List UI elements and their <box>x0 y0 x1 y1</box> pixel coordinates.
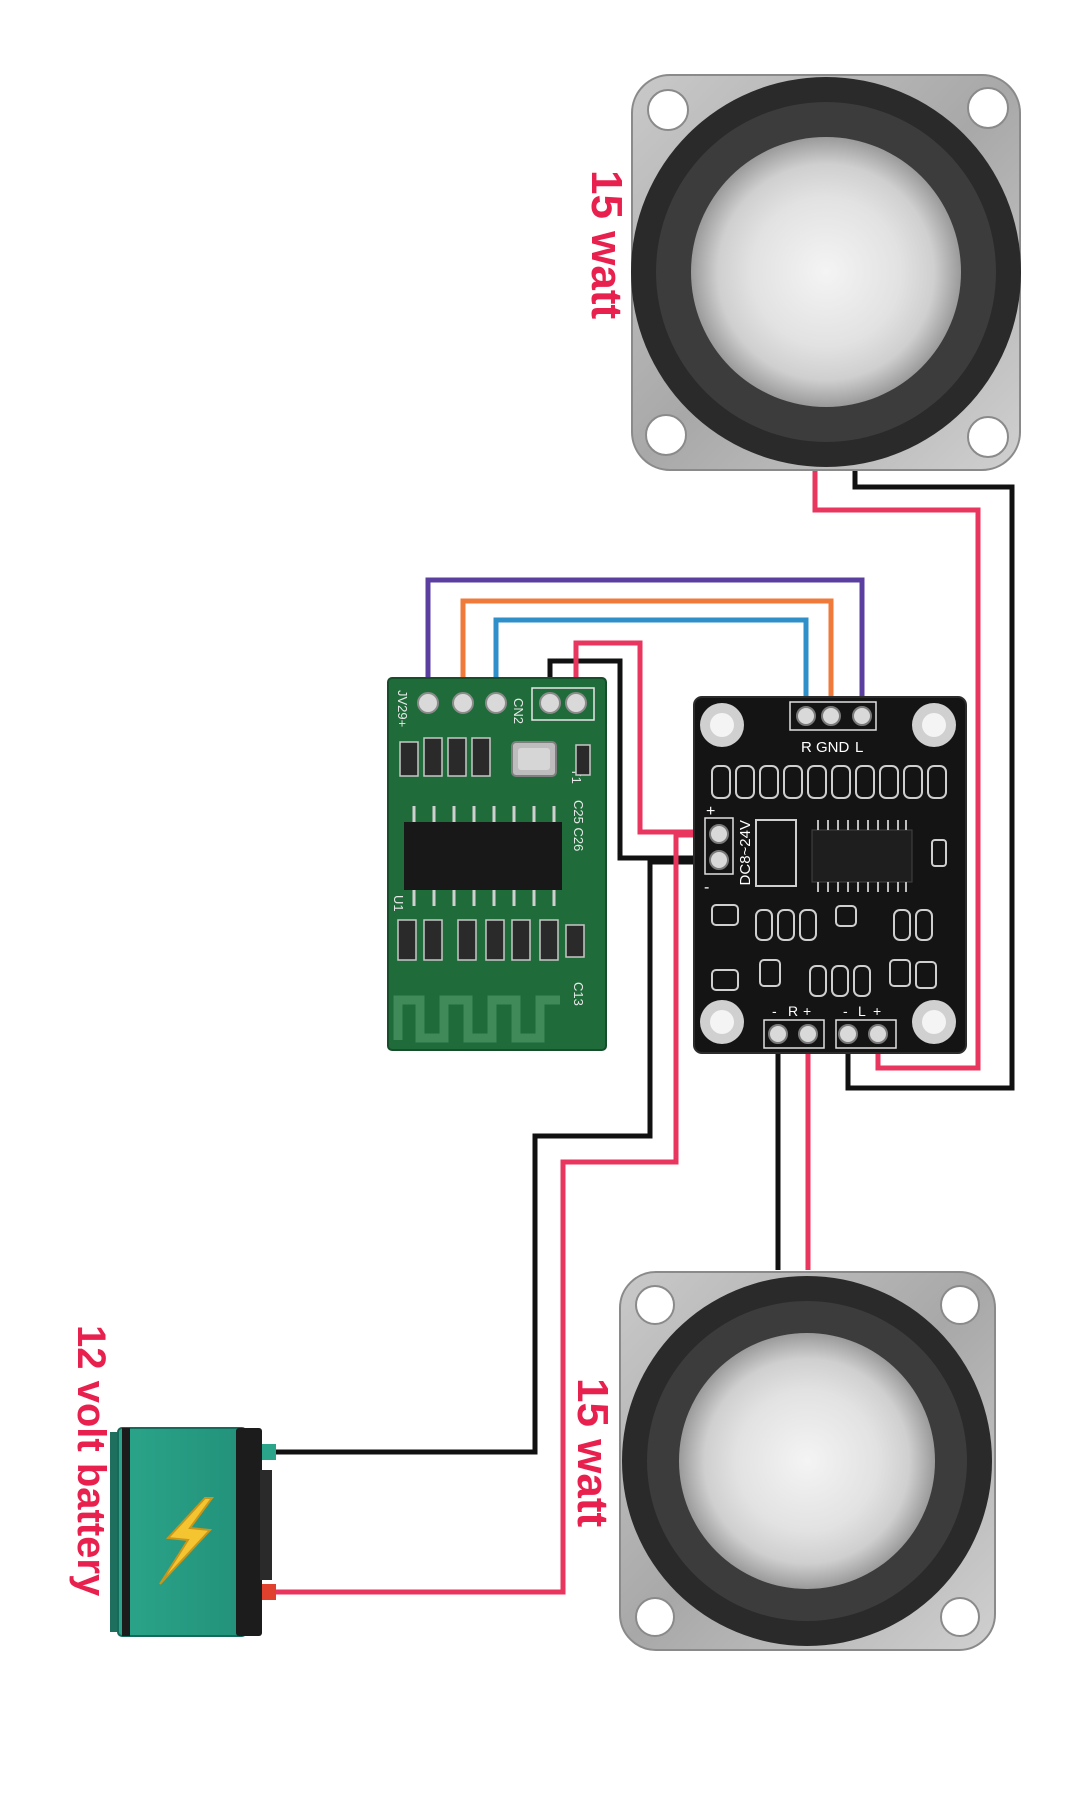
amp-input-header <box>789 701 877 731</box>
bluetooth-board: JV29+ CN2 Y1 C25 C26 <box>387 677 607 1051</box>
mount-hole <box>645 414 687 456</box>
mount-hole <box>940 1285 980 1325</box>
mount-hole <box>967 416 1009 458</box>
amp-power-range: DC8~24V <box>737 820 754 885</box>
wire-bt-power-red <box>573 640 715 835</box>
mount-hole <box>940 1597 980 1637</box>
wires <box>275 470 1015 1595</box>
battery <box>110 1427 276 1637</box>
lightning-bolt-icon <box>159 1497 214 1585</box>
amp-power-plus: + <box>706 803 715 820</box>
amp-smd-row <box>711 765 947 799</box>
label-speaker-bottom: 15 watt <box>568 1378 617 1528</box>
wire-audio-left-purple <box>425 577 865 712</box>
speaker-cone <box>691 137 961 407</box>
bt-ic-chip <box>404 806 562 906</box>
speaker-top <box>631 74 1021 471</box>
silk-bt-u1: U1 <box>391 895 406 912</box>
speaker-bottom <box>619 1271 996 1651</box>
amp-out-r-plus: + <box>803 1003 811 1019</box>
wire-audio-right-blue <box>493 617 809 712</box>
silk-bt-cn2: CN2 <box>511 698 526 724</box>
bt-smd-bottom <box>397 919 585 961</box>
battery-terminal-positive <box>262 1584 276 1600</box>
amp-power-header <box>704 817 734 875</box>
amp-out-r-minus: - <box>772 1003 777 1019</box>
amp-out-l-minus: - <box>843 1003 848 1019</box>
amp-input-gnd: GND <box>816 739 850 756</box>
bt-header-pins <box>417 687 595 721</box>
mount-hole <box>635 1285 675 1325</box>
amp-output-header <box>763 1019 897 1049</box>
mount-hole <box>967 87 1009 129</box>
amp-input-r: R <box>801 739 812 756</box>
battery-terminal-negative <box>262 1444 276 1460</box>
silk-bt-c13: C13 <box>571 982 586 1006</box>
amp-out-l-plus: + <box>873 1003 881 1019</box>
wire-audio-gnd-orange <box>460 598 834 712</box>
amp-power-minus: - <box>704 879 709 896</box>
amp-mount-holes <box>700 703 956 1044</box>
amp-out-r: R <box>788 1003 798 1019</box>
silk-bt-c25: C25 C26 <box>571 800 586 851</box>
speaker-cone <box>679 1333 935 1589</box>
wire-bt-power-black <box>547 658 715 861</box>
silk-bt-top: JV29+ <box>395 690 410 727</box>
wire-battery-red <box>275 832 715 1595</box>
wire-top-speaker-black <box>845 470 1015 1091</box>
label-battery: 12 volt battery <box>69 1325 113 1597</box>
amplifier-board: R GND L + - DC8~24V <box>693 696 967 1054</box>
amp-input-l: L <box>855 739 863 756</box>
amp-smd-lower <box>711 839 947 997</box>
mount-hole <box>647 89 689 131</box>
amp-regulator <box>755 819 797 887</box>
mount-hole <box>635 1597 675 1637</box>
bt-smd-top <box>399 737 591 777</box>
label-speaker-top: 15 watt <box>582 170 631 320</box>
amp-out-l: L <box>858 1003 866 1019</box>
bt-antenna <box>393 995 560 1043</box>
wire-battery-black <box>275 859 715 1455</box>
wire-top-speaker-red <box>812 470 981 1071</box>
amp-ic-chip <box>811 820 913 892</box>
